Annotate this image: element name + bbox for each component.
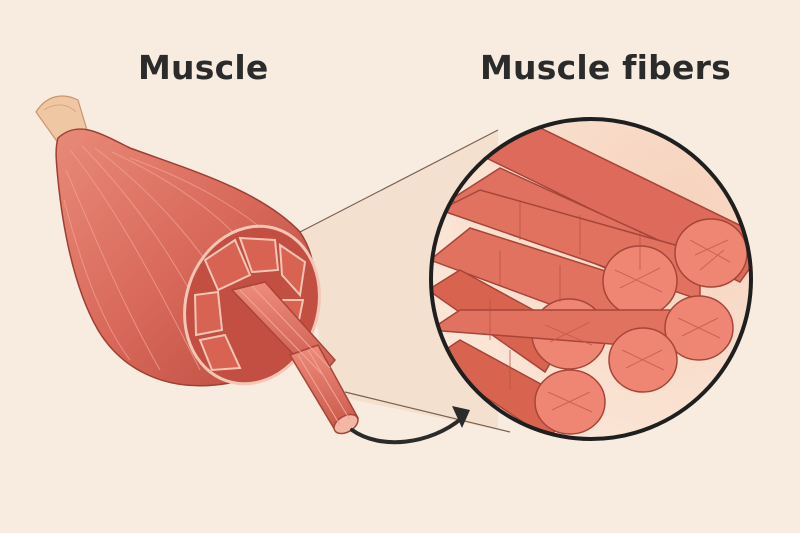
zoom-circle	[431, 119, 751, 439]
zoom-line-top	[299, 129, 499, 233]
zoom-circle-border	[429, 117, 753, 441]
zoom-line-bottom	[344, 391, 511, 433]
fiber-cylinders	[431, 189, 748, 439]
muscle-label: Muscle	[138, 48, 269, 87]
curved-arrow-icon	[350, 416, 464, 445]
muscle-fibers-label: Muscle fibers	[480, 48, 731, 87]
